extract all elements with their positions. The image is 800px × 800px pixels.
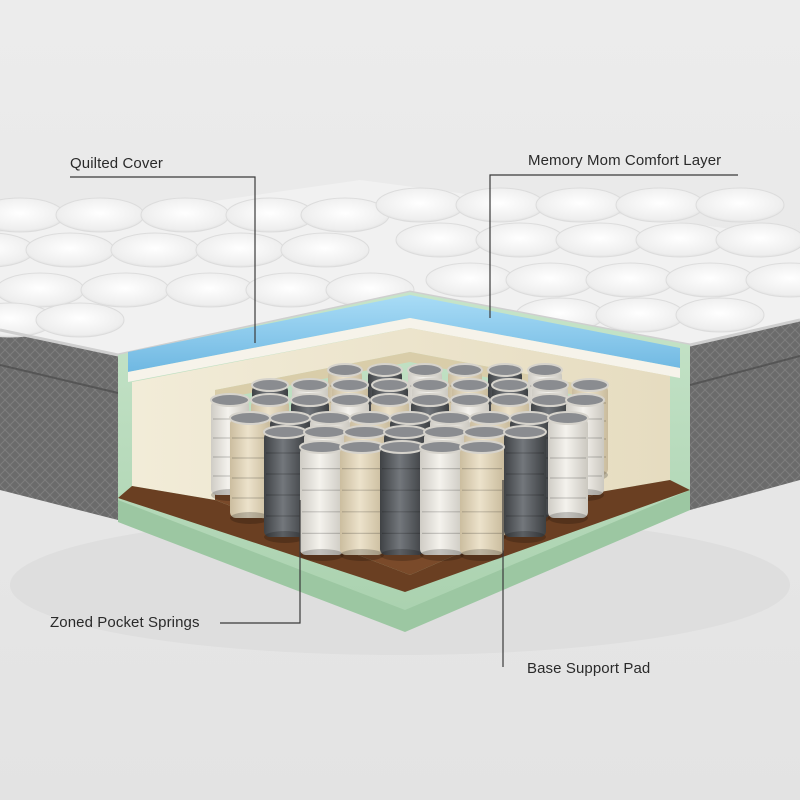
quilted-cover-label: Quilted Cover bbox=[70, 155, 164, 172]
right-side-seam bbox=[689, 355, 800, 386]
pocket-spring bbox=[339, 440, 385, 561]
quilt-cell bbox=[55, 197, 145, 233]
quilt-cell bbox=[585, 262, 675, 298]
comfort-foam-inner-edge bbox=[215, 352, 600, 400]
quilt-cell bbox=[375, 187, 465, 223]
quilt-cell bbox=[35, 302, 125, 338]
quilt-cell bbox=[140, 197, 230, 233]
quilt-cell bbox=[280, 232, 370, 268]
comfort-layer-leader bbox=[489, 174, 738, 318]
quilt-cell bbox=[25, 232, 115, 268]
quilt-cell bbox=[425, 262, 515, 298]
left-side-fabric bbox=[0, 330, 118, 520]
pocket-springs bbox=[210, 363, 609, 561]
pocket-spring bbox=[547, 411, 589, 524]
quilt-cell bbox=[80, 272, 170, 308]
quilt-cell bbox=[675, 297, 765, 333]
quilt-cell bbox=[535, 187, 625, 223]
pocket-spring bbox=[229, 411, 271, 524]
pocket-springs-label: Zoned Pocket Springs bbox=[50, 614, 200, 631]
quilt-cell bbox=[165, 272, 255, 308]
transition-layer bbox=[128, 318, 680, 382]
pocket-springs-leader bbox=[220, 500, 301, 624]
quilt-cell bbox=[665, 262, 755, 298]
quilt-cell bbox=[505, 262, 595, 298]
quilt-cell bbox=[245, 272, 335, 308]
base-pad-label: Base Support Pad bbox=[527, 660, 651, 677]
comfort-layer-label: Memory Mom Comfort Layer bbox=[528, 152, 722, 169]
base-pad-front-edge bbox=[118, 490, 690, 632]
pocket-spring bbox=[379, 440, 425, 561]
quilt-cell bbox=[635, 222, 725, 258]
pocket-spring bbox=[503, 425, 547, 543]
quilt-cell bbox=[695, 187, 785, 223]
pocket-spring bbox=[419, 440, 465, 561]
quilt-cell bbox=[555, 222, 645, 258]
quilt-cell bbox=[455, 187, 545, 223]
memory-foam-layer bbox=[128, 295, 680, 372]
pocket-spring bbox=[459, 440, 505, 561]
quilt-cell bbox=[475, 222, 565, 258]
quilt-cell bbox=[745, 262, 800, 298]
quilted-cover-leader bbox=[70, 176, 256, 343]
quilt-cell bbox=[395, 222, 485, 258]
quilt-cell bbox=[195, 232, 285, 268]
quilt-cell bbox=[595, 297, 685, 333]
quilt-cell bbox=[615, 187, 705, 223]
right-side-fabric bbox=[690, 318, 800, 510]
quilt-cell bbox=[110, 232, 200, 268]
left-side-seam bbox=[0, 364, 119, 394]
coir-base-layer bbox=[118, 480, 690, 592]
pocket-spring bbox=[263, 425, 307, 543]
pocket-spring bbox=[299, 440, 345, 561]
quilt-cell bbox=[715, 222, 800, 258]
leader-lines bbox=[70, 174, 738, 667]
quilt-cell bbox=[0, 272, 85, 308]
